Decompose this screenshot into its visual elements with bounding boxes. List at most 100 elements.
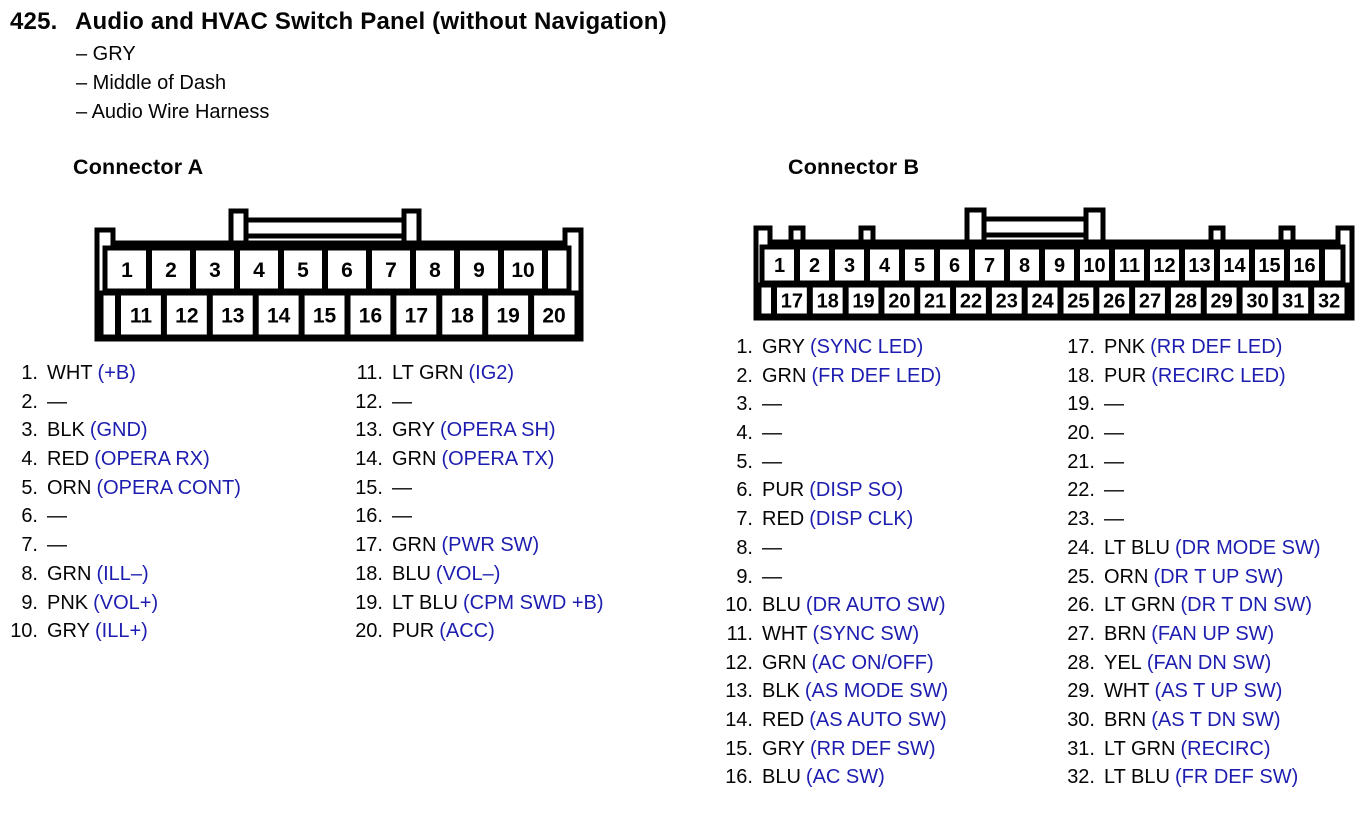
pin-number: 13.: [355, 419, 383, 442]
pin-number: 14.: [725, 708, 753, 731]
pin-number: 31.: [1067, 737, 1095, 760]
cavity-number: 15: [1258, 255, 1280, 277]
pin-number: 10.: [725, 594, 753, 617]
pin-row: 9.PNK(VOL+): [4, 589, 241, 618]
cavity-number: 18: [451, 305, 475, 328]
pin-row: 26.LT GRN(DR T DN SW): [1061, 591, 1321, 620]
cavity-number: 4: [253, 259, 265, 282]
cavity-number: 16: [359, 305, 382, 328]
connector-a-heading: Connector A: [73, 155, 204, 179]
pin-row: 6.—: [4, 502, 241, 531]
pin-row: 29.WHT(AS T UP SW): [1061, 677, 1321, 706]
pin-row: 17.GRN(PWR SW): [349, 531, 604, 560]
wire-color: LT BLU: [1104, 536, 1170, 559]
wire-color: BLU: [762, 766, 801, 789]
detail-line: – GRY: [76, 43, 136, 65]
wire-color: ORN: [1104, 565, 1149, 588]
signal-name: (OPERA CONT): [96, 476, 241, 499]
signal-name: (RECIRC): [1180, 737, 1271, 760]
pin-number: 6.: [736, 479, 753, 502]
cavity-number: 5: [914, 255, 925, 277]
cavity-number: 13: [221, 305, 244, 328]
wire-color: PUR: [392, 620, 435, 643]
pin-row: 17.PNK(RR DEF LED): [1061, 333, 1321, 362]
cavity-number: 15: [313, 305, 337, 328]
pin-number: 29.: [1067, 680, 1095, 703]
signal-name: (FAN DN SW): [1146, 651, 1272, 674]
connector-b-pin-list-col1: 1.GRY(SYNC LED)2.GRN(FR DEF LED)3.—4.—5.…: [719, 333, 948, 792]
pin-number: 28.: [1067, 651, 1095, 674]
cavity-number: 30: [1246, 291, 1268, 313]
pin-number: 16.: [355, 505, 383, 528]
cavity-number: 12: [175, 305, 198, 328]
pin-row: 12.GRN(AC ON/OFF): [719, 649, 948, 678]
wire-color: GRY: [762, 336, 805, 358]
cavity-number: 1: [121, 259, 133, 282]
pin-number: 8.: [21, 562, 38, 585]
pin-row: 30.BRN(AS T DN SW): [1061, 706, 1321, 735]
pin-row: 18.BLU(VOL–): [349, 560, 604, 589]
pin-row: 14.RED(AS AUTO SW): [719, 706, 948, 735]
pin-row: 19.—: [1061, 390, 1321, 419]
signal-name: (ACC): [439, 620, 495, 643]
cavity-number: 21: [924, 291, 946, 313]
pin-row: 27.BRN(FAN UP SW): [1061, 620, 1321, 649]
cavity-number: 24: [1031, 291, 1054, 313]
cavity-number: 18: [817, 291, 839, 313]
signal-name: (AS T UP SW): [1154, 680, 1283, 703]
pin-row: 1.GRY(SYNC LED): [719, 333, 948, 362]
pin-number: 20.: [1067, 422, 1095, 445]
wire-color: GRN: [392, 448, 437, 471]
pin-row: 24.LT BLU(DR MODE SW): [1061, 534, 1321, 563]
pin-number: 10.: [10, 620, 38, 643]
wire-color: PNK: [1104, 336, 1146, 358]
pin-row: 20. PUR(ACC): [349, 617, 604, 646]
pin-number: 3.: [21, 419, 38, 442]
wire-color: —: [47, 390, 67, 413]
wire-color: BLU: [392, 562, 431, 585]
wire-color: GRN: [762, 364, 807, 387]
wire-color: GRY: [762, 737, 805, 760]
pin-number: 22.: [1067, 479, 1095, 502]
pin-row: 2.—: [4, 388, 241, 417]
cavity-number: 12: [1153, 255, 1175, 277]
wire-color: GRY: [392, 419, 435, 442]
cavity-number: 11: [1119, 255, 1140, 277]
pin-number: 7.: [736, 508, 753, 531]
wire-color: LT GRN: [392, 362, 464, 384]
connector-b-pin-list-col2: 17.PNK(RR DEF LED)18.PUR(RECIRC LED)19.—…: [1061, 333, 1321, 792]
connector-location-details: – GRY– Middle of Dash– Audio Wire Harnes…: [76, 40, 269, 127]
wire-color: ORN: [47, 476, 92, 499]
cavity-number: 6: [341, 259, 353, 282]
wire-color: —: [762, 422, 782, 445]
cavity-number: 22: [960, 291, 982, 313]
pin-row: 6.PUR(DISP SO): [719, 476, 948, 505]
pin-row: 20.—: [1061, 419, 1321, 448]
cavity-number: 7: [385, 259, 397, 282]
cavity-number: 4: [879, 255, 891, 277]
pin-number: 4.: [21, 448, 38, 471]
pin-row: 32.LT BLU(FR DEF SW): [1061, 763, 1321, 792]
pin-number: 19.: [355, 591, 383, 614]
pin-number: 8.: [736, 536, 753, 559]
pin-row: 18.PUR(RECIRC LED): [1061, 362, 1321, 391]
pin-number: 11.: [726, 622, 753, 645]
cavity-number: 17: [781, 291, 803, 313]
detail-line: – Audio Wire Harness: [76, 101, 270, 123]
pin-number: 23.: [1067, 508, 1095, 531]
pin-number: 17.: [355, 534, 383, 557]
pin-number: 9.: [736, 565, 753, 588]
signal-name: (FAN UP SW): [1151, 622, 1275, 645]
cavity-number: 31: [1282, 291, 1304, 313]
cavity-number: 29: [1211, 291, 1233, 313]
signal-name: (DR MODE SW): [1174, 536, 1321, 559]
pin-number: 7.: [21, 534, 38, 557]
pin-row: 13.GRY(OPERA SH): [349, 416, 604, 445]
cavity-number: 23: [996, 291, 1018, 313]
cavity-number: 9: [473, 259, 485, 282]
pin-number: 20.: [355, 620, 383, 643]
signal-name: (IG2): [468, 362, 515, 384]
pin-row: 11.LT GRN(IG2): [349, 359, 604, 388]
